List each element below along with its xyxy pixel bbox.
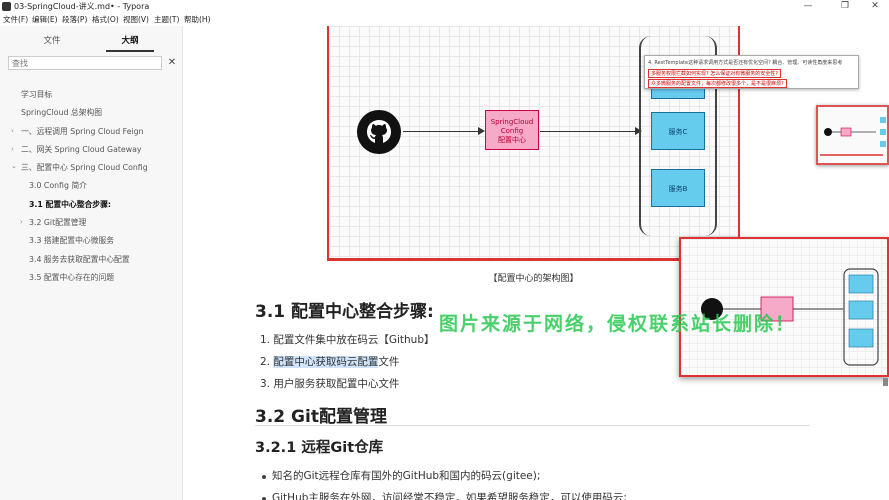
toc-item-config-problems[interactable]: 3.5 配置中心存在的问题 xyxy=(29,273,115,282)
outline-sidebar: 文件 大纲 ✕ 学习目标 SpringCloud 总架构图 › 一、远程调用 S… xyxy=(0,26,183,500)
diagram-thumbnail-large xyxy=(679,237,889,377)
bullet-dot xyxy=(262,497,266,500)
active-tab-indicator xyxy=(106,50,154,52)
list-item: 3. 用户服务获取配置中心文件 xyxy=(260,378,400,390)
arrow-config-to-services xyxy=(540,131,636,132)
bullet-dot xyxy=(262,475,266,479)
menu-help[interactable]: 帮助(H) xyxy=(184,15,211,24)
config-center-box: SpringCloud Config 配置中心 xyxy=(485,110,539,150)
service-box-c: 服务C xyxy=(651,112,705,150)
minimize-button[interactable]: — xyxy=(803,1,813,11)
menu-paragraph[interactable]: 段落(P) xyxy=(62,15,88,24)
menu-view[interactable]: 视图(V) xyxy=(123,15,149,24)
toc-item-gateway[interactable]: 二、网关 Spring Cloud Gateway xyxy=(21,145,142,154)
menu-format[interactable]: 格式(O) xyxy=(92,15,119,24)
bullet-item: 知名的Git远程仓库有国外的GitHub和国内的码云(gitee); xyxy=(272,470,541,482)
sidebar-tabs: 文件 大纲 xyxy=(0,34,183,54)
list-item-text: 文件 xyxy=(378,356,400,368)
menu-edit[interactable]: 编辑(E) xyxy=(32,15,58,24)
diagram-caption: 【配置中心的架构图】 xyxy=(488,274,579,284)
heading-remote-git: 3.2.1 远程Git仓库 xyxy=(255,440,384,456)
arrow-github-to-config xyxy=(403,131,479,132)
typora-app-icon xyxy=(2,2,11,11)
github-icon xyxy=(357,110,401,154)
chevron-right-icon[interactable]: › xyxy=(20,218,23,226)
menu-theme[interactable]: 主题(T) xyxy=(154,15,180,24)
watermark-text: 图片来源于网络，侵权联系站长删除！ xyxy=(439,313,797,335)
chevron-down-icon[interactable]: ⌄ xyxy=(11,162,17,170)
menu-bar: 文件(F) 编辑(E) 段落(P) 格式(O) 视图(V) 主题(T) 帮助(H… xyxy=(0,13,889,26)
toc-item-config-steps[interactable]: 3.1 配置中心整合步骤: xyxy=(29,200,112,209)
list-item: 1. 配置文件集中放在码云【Github】 xyxy=(260,334,435,346)
toc-item-git-config[interactable]: 3.2 Git配置管理 xyxy=(29,218,87,227)
maximize-button[interactable]: ❐ xyxy=(840,1,850,11)
tab-outline[interactable]: 大纲 xyxy=(121,36,139,46)
toc-item-architecture[interactable]: SpringCloud 总架构图 xyxy=(21,108,103,117)
toc-item-feign[interactable]: 一、远程调用 Spring Cloud Feign xyxy=(21,127,144,136)
toc-item-build-config-service[interactable]: 3.3 搭建配置中心微服务 xyxy=(29,236,115,245)
config-box-line: SpringCloud xyxy=(490,118,534,126)
heading-config-steps: 3.1 配置中心整合步骤: xyxy=(255,302,434,322)
service-box-b: 服务B xyxy=(651,169,705,207)
config-box-line: 配置中心 xyxy=(498,136,526,144)
config-box-line: Config xyxy=(500,127,524,135)
heading-git-config: 3.2 Git配置管理 xyxy=(255,407,387,427)
scrollbar-thumb[interactable] xyxy=(883,378,888,386)
search-clear-icon[interactable]: ✕ xyxy=(167,57,177,68)
selected-text: 配置中心获取码云配置 xyxy=(273,356,379,368)
title-bar: 03-SpringCloud-讲义.md• - Typora — ❐ ✕ xyxy=(0,0,889,13)
list-item-number: 2. xyxy=(260,356,271,368)
menu-file[interactable]: 文件(F) xyxy=(3,15,29,24)
arrow-head xyxy=(635,127,642,135)
arrow-head xyxy=(478,127,485,135)
diagram-thumbnail-small xyxy=(816,105,889,165)
chevron-right-icon[interactable]: › xyxy=(11,145,14,153)
note-line-highlighted: 多服务权限拦截如何实现? 怎么保证对有微服务的安全性? xyxy=(648,69,781,78)
services-bracket xyxy=(639,36,717,236)
heading-underline xyxy=(255,425,810,426)
toc-item-get-config[interactable]: 3.4 服务去获取配置中心配置 xyxy=(29,255,130,264)
list-item: 2. 配置中心获取码云配置文件 xyxy=(260,354,399,369)
toc-item-config[interactable]: 三、配置中心 Spring Cloud Config xyxy=(21,163,148,172)
questions-note-box: 4. RestTemplate这种请求调用方式是否还有优化空间? 耦合、管理、可… xyxy=(644,55,859,89)
window-title: 03-SpringCloud-讲义.md• - Typora xyxy=(14,2,150,11)
note-line-highlighted: 众多微服务的配置文件，每次都修改很多个，是不是很麻烦? xyxy=(648,79,787,88)
outline-search-input[interactable] xyxy=(8,56,162,70)
toc-item-learning-goals[interactable]: 学习目标 xyxy=(21,90,53,99)
close-button[interactable]: ✕ xyxy=(871,1,879,11)
tab-files[interactable]: 文件 xyxy=(43,36,61,46)
toc-item-config-intro[interactable]: 3.0 Config 简介 xyxy=(29,181,87,190)
note-line: 4. RestTemplate这种请求调用方式是否还有优化空间? 耦合、管理、可… xyxy=(648,60,843,66)
bullet-item: GitHub主服务在外网，访问经常不稳定，如果希望服务稳定，可以使用码云; xyxy=(272,492,627,500)
chevron-right-icon[interactable]: › xyxy=(11,127,14,135)
editor-content[interactable]: SpringCloud Config 配置中心 服务C 服务B 4. RestT… xyxy=(184,26,889,500)
